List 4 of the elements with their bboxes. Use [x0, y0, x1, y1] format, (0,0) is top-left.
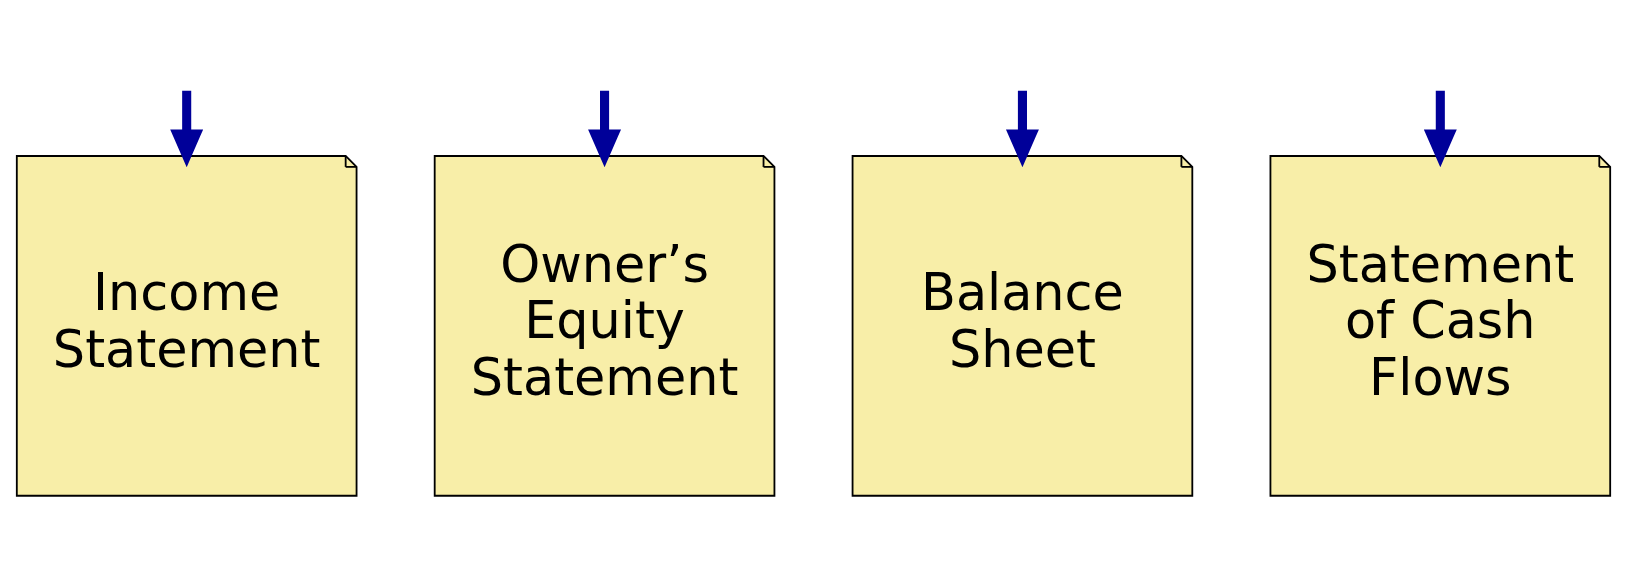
- arrow: [1005, 90, 1039, 168]
- arrow: [170, 90, 204, 168]
- arrow: [588, 90, 622, 168]
- arrow: [1423, 90, 1457, 168]
